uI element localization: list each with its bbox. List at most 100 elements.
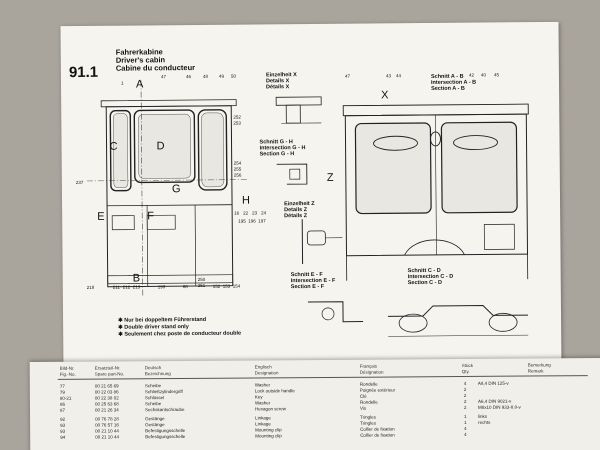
title-fr: Cabine du conducteur <box>115 63 196 73</box>
cell-fr: Tringles <box>360 420 376 426</box>
hdr-rem-2: Remark <box>527 368 544 374</box>
section-cd-drawing <box>388 305 529 337</box>
num-mid-4: 195 <box>238 218 246 224</box>
num-bot-3: 213 <box>132 284 141 290</box>
label-e: E <box>97 210 105 223</box>
cell-qty: 2 <box>463 392 467 398</box>
num-side-2: 254 <box>233 160 242 166</box>
hdr-de: Deutsch <box>144 365 162 371</box>
cell-de: Gestänge <box>145 416 165 422</box>
label-g: G <box>171 183 181 196</box>
section-ef-drawing <box>307 301 364 323</box>
cell-rem: rechts <box>478 419 491 425</box>
callout-z: Z <box>326 171 334 184</box>
cabin-front-drawing <box>86 80 247 296</box>
num-bot-8: 152 <box>212 283 221 289</box>
label-d: D <box>156 140 165 153</box>
num-bot-9: 153 <box>222 283 231 289</box>
hdr-fig-2: Fig.-No. <box>59 371 76 377</box>
cell-en: Washer <box>254 400 271 406</box>
hdr-qty-2: Qty. <box>461 368 470 375</box>
cell-rem: links <box>478 413 488 419</box>
detail-x-fr: Détails X <box>266 84 290 91</box>
num-mid-1: 22 <box>243 210 249 216</box>
cell-en: Mounting clip <box>255 427 282 433</box>
label-c: C <box>109 140 118 153</box>
cell-qty: 2 <box>463 398 467 404</box>
num-top-3: 48 <box>202 73 208 79</box>
num-bot-5: 88 <box>182 284 188 290</box>
ab-num-3: 42 <box>468 72 474 78</box>
num-left-0: 237 <box>75 179 84 186</box>
num-bot-6: 250 <box>197 276 206 282</box>
ab-num-1: 43 <box>385 73 391 79</box>
num-top-5: 50 <box>230 73 236 79</box>
cell-fig: 80-21 <box>59 395 72 401</box>
callout-x: X <box>381 89 389 102</box>
cell-de: Befestigungsschelle <box>145 427 186 434</box>
cell-qty: 2 <box>463 404 467 410</box>
hdr-fr: Français <box>359 363 377 369</box>
num-side-1: 253 <box>233 120 241 126</box>
catalog-page: 91.1 Fahrerkabine Driver's cabin Cabine … <box>60 21 562 372</box>
hdr-part: Ersatzteil-Nr. <box>94 365 121 371</box>
cell-qty: 4 <box>464 425 467 431</box>
cell-fr: Vis <box>359 405 367 411</box>
ab-num-2: 44 <box>395 73 401 79</box>
cell-fr: Poignée extérieur <box>359 387 396 393</box>
hdr-fig: Bild-Nr. <box>59 365 75 371</box>
hdr-part-2: Spare part-No. <box>94 371 125 377</box>
cell-part: 00 76 57 16 <box>95 422 119 428</box>
cell-fr: Collier de fixation <box>360 426 395 432</box>
label-h: H <box>241 194 251 207</box>
cell-en: Linkage <box>255 415 271 421</box>
cell-fr: Rondelle <box>359 399 378 405</box>
cell-en: Key <box>254 394 263 400</box>
cell-part: 00 22 03 86 <box>94 389 119 395</box>
num-top-1: 47 <box>160 74 166 80</box>
detail-z-drawing <box>301 219 343 265</box>
cell-en: Mounting clip <box>255 433 282 439</box>
num-bot-4: 193 <box>157 284 166 290</box>
section-ab-fr: Section A - B <box>431 85 465 92</box>
cell-qty: 1 <box>464 419 467 425</box>
cell-fig: 79 <box>59 389 65 395</box>
num-bot-1: 211 <box>112 284 120 290</box>
cell-fr: Collier de fixation <box>360 432 395 438</box>
cell-part: 00 25 63 68 <box>94 401 119 407</box>
cell-en: Linkage <box>255 421 271 427</box>
cell-part: 00 21 26 34 <box>94 407 119 413</box>
cell-en: Hexagon screw <box>254 406 287 412</box>
note-de: ✱ Nur bei doppeltem Führerstand <box>118 316 207 324</box>
cell-part: 00 22 38 02 <box>94 395 119 401</box>
section-gh-drawing <box>276 163 308 185</box>
cell-fig: 93 <box>60 422 66 428</box>
hdr-fr-2: Désignation <box>359 369 384 375</box>
num-bot-0: 218 <box>86 284 95 290</box>
cell-fr: Tringles <box>360 414 376 420</box>
num-mid-3: 24 <box>261 210 267 216</box>
cell-fig: 94 <box>60 434 66 440</box>
hdr-en-2: Designation <box>254 370 279 376</box>
hdr-de-2: Bezeichnung <box>144 371 171 377</box>
cell-fig: 87 <box>59 407 66 413</box>
cell-en: Lock outside handle <box>254 388 295 394</box>
cell-qty: 4 <box>464 431 467 437</box>
cell-fig: 86 <box>59 401 65 407</box>
hdr-qty: Stück <box>461 362 473 369</box>
cell-rem: A8,4 DIN 125-v <box>477 380 509 386</box>
cell-part: 00 21 65 69 <box>94 383 119 389</box>
label-f: F <box>147 210 154 223</box>
num-mid-0: 16 <box>234 210 240 216</box>
cell-de: Gestänge <box>145 422 165 428</box>
cell-part: 00 21 10 44 <box>95 434 119 440</box>
section-gh-fr: Section G - H <box>259 151 295 158</box>
section-number: 91.1 <box>68 63 99 82</box>
ab-num-5: 45 <box>493 72 499 78</box>
num-bot-7: 251 <box>197 282 206 288</box>
label-b: B <box>132 272 141 285</box>
cell-rem: M8x10 DIN 933-8.8-v <box>477 404 521 410</box>
cell-fig: 93 <box>60 428 66 434</box>
cell-part: 00 21 10 44 <box>95 428 119 434</box>
